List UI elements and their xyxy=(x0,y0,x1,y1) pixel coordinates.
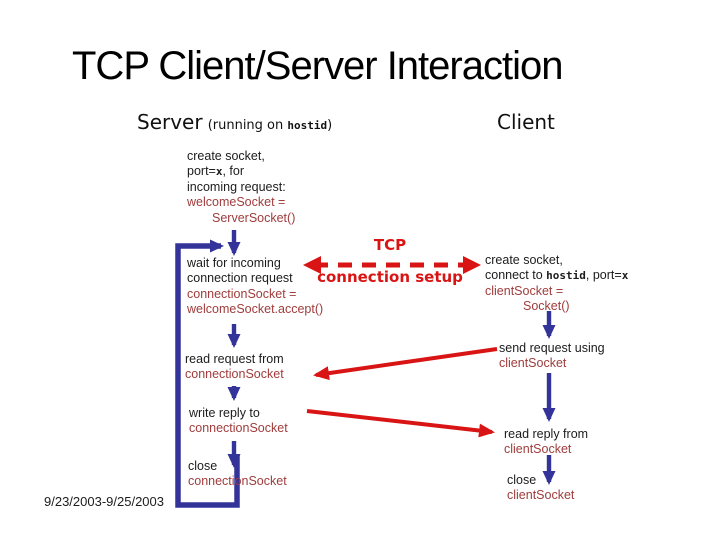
text-segment: , for xyxy=(222,164,245,179)
code-line: connectionSocket xyxy=(185,367,284,382)
client-column-header: Client xyxy=(497,110,555,134)
request-flow-arrow xyxy=(313,347,498,381)
code-line: clientSocket xyxy=(499,356,567,371)
tcp-setup-right-arrowhead-icon xyxy=(463,256,481,274)
step-text-line: wait for incoming xyxy=(187,256,281,270)
step-text-line: connection request xyxy=(187,271,293,286)
code-line: welcomeSocket.accept() xyxy=(187,302,324,317)
text-segment: port= xyxy=(187,164,216,179)
code-line: welcomeSocket = xyxy=(187,195,286,210)
reply-flow-arrow xyxy=(306,409,495,438)
code-line: clientSocket xyxy=(504,442,572,457)
port-variable: x xyxy=(215,165,223,179)
slide-title: TCP Client/Server Interaction xyxy=(72,44,563,88)
server-step-create-socket: create socket, port=x, for incoming requ… xyxy=(187,149,295,226)
step-text-line: read reply from xyxy=(504,427,589,441)
server-header-note: (running on hostid) xyxy=(208,118,333,133)
server-note-close: ) xyxy=(327,118,333,133)
tcp-setup-arrow xyxy=(303,256,481,274)
server-header-label: Server xyxy=(137,110,203,134)
hostid-variable: hostid xyxy=(546,269,586,283)
tcp-setup-label-line2: connection setup xyxy=(317,268,463,286)
code-line: connectionSocket xyxy=(189,421,288,436)
code-line: clientSocket xyxy=(507,488,575,503)
step-text-line: port=x, for xyxy=(187,164,295,179)
step-text-line: read request from xyxy=(185,352,284,366)
client-step-close: close clientSocket xyxy=(507,473,574,504)
client-step-create-socket: create socket, connect to hostid, port=x… xyxy=(485,253,628,315)
code-line: Socket() xyxy=(523,299,570,314)
client-step-send-request: send request using clientSocket xyxy=(499,341,605,372)
server-step-read-request: read request from connectionSocket xyxy=(185,352,284,383)
step-text-line: close xyxy=(507,473,537,487)
server-step-write-reply: write reply to connectionSocket xyxy=(189,406,288,437)
client-step-read-reply: read reply from clientSocket xyxy=(504,427,588,458)
code-line: connectionSocket = xyxy=(187,286,297,301)
tcp-setup-left-arrowhead-icon xyxy=(303,256,321,274)
port-variable: x xyxy=(621,269,629,283)
server-step-wait-connection: wait for incoming connection request con… xyxy=(187,256,323,318)
server-note-hostid: hostid xyxy=(287,119,328,132)
step-text-line: incoming request: xyxy=(187,179,286,194)
code-line: connectionSocket xyxy=(188,474,287,489)
slide-footer-date: 9/23/2003-9/25/2003 xyxy=(44,494,164,509)
step-text-line: create socket, xyxy=(187,149,265,163)
step-text-line: create socket, xyxy=(485,253,563,267)
code-line: clientSocket = xyxy=(485,283,564,298)
text-segment: connect to xyxy=(485,268,547,283)
server-loop-arrow xyxy=(175,239,240,508)
server-note-open: (running on xyxy=(207,118,288,133)
step-text-line: connect to hostid, port=x xyxy=(485,268,628,283)
tcp-setup-label-line1: TCP xyxy=(373,236,407,254)
server-step-close: close connectionSocket xyxy=(188,459,287,490)
step-text-line: close xyxy=(188,459,218,473)
step-text-line: write reply to xyxy=(189,406,260,420)
step-text-line: send request using xyxy=(499,341,605,355)
server-column-header: Server (running on hostid) xyxy=(137,110,332,134)
text-segment: , port= xyxy=(585,268,622,283)
code-line: ServerSocket() xyxy=(212,210,296,225)
